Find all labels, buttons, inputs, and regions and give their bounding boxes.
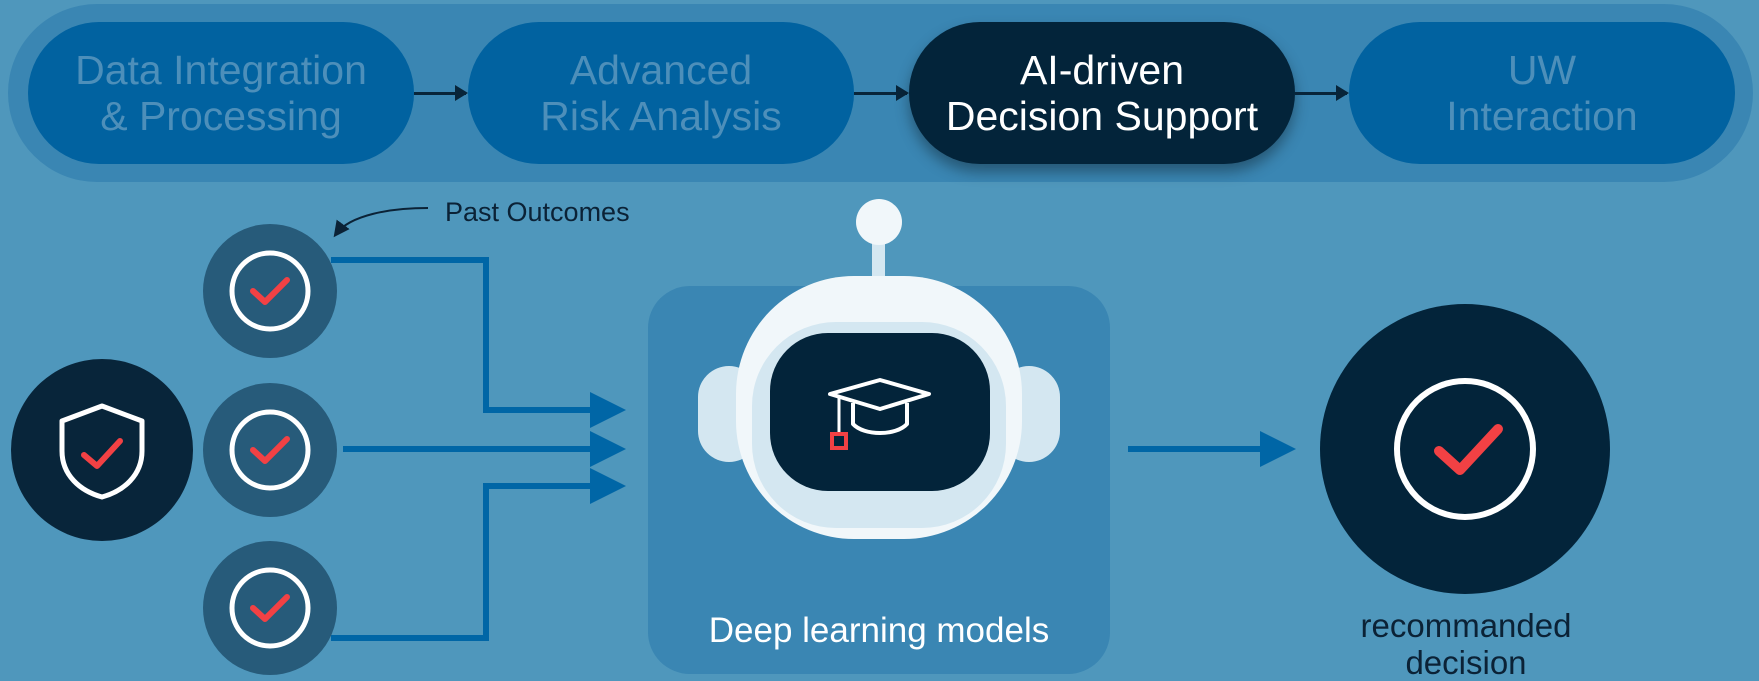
shield-check-icon (11, 359, 193, 541)
model-label: Deep learning models (708, 611, 1050, 650)
step-ai-driven-decision-support-line1: AI-driven (1019, 47, 1185, 93)
decision-label-line2: decision (1405, 644, 1527, 681)
past-outcome-bottom-check-icon (203, 541, 337, 675)
connector-top (331, 257, 626, 428)
step-advanced-risk-analysis-line1: Advanced (569, 47, 753, 93)
decision-label: recommanded decision (1316, 607, 1616, 681)
step-arrow-3 (1295, 85, 1349, 101)
step-uw-interaction-line1: UW (1507, 47, 1577, 93)
decision-check-icon (1320, 304, 1610, 594)
step-data-integration-line1: Data Integration (75, 47, 367, 93)
past-outcome-middle-check-icon (203, 383, 337, 517)
step-ai-driven-decision-support-line2: Decision Support (945, 93, 1259, 139)
step-data-integration: Data Integration & Processing (28, 22, 414, 164)
step-data-integration-line2: & Processing (100, 93, 342, 139)
graduation-cap-icon (828, 378, 931, 450)
decision-label-line1: recommanded (1360, 607, 1572, 644)
step-uw-interaction: UW Interaction (1349, 22, 1735, 164)
past-outcomes-label: Past Outcomes (445, 197, 630, 227)
connector-bottom (331, 468, 626, 641)
step-advanced-risk-analysis: Advanced Risk Analysis (468, 22, 854, 164)
step-advanced-risk-analysis-line2: Risk Analysis (540, 93, 782, 139)
past-outcomes-pointer (333, 207, 429, 238)
robot-icon (698, 199, 1060, 539)
past-outcome-top-check-icon (203, 224, 337, 358)
step-arrow-1 (414, 85, 468, 101)
step-ai-driven-decision-support: AI-driven Decision Support (909, 22, 1295, 164)
step-uw-interaction-line2: Interaction (1446, 93, 1638, 139)
step-arrow-2 (854, 85, 909, 101)
